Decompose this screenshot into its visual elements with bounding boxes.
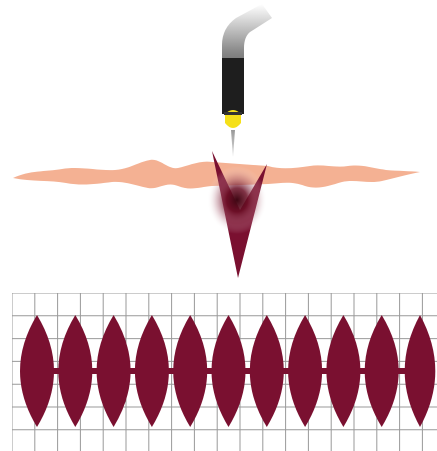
lesion: [404, 315, 436, 427]
emitter-light-icon: [224, 110, 242, 128]
lesion: [326, 315, 361, 427]
lesion: [364, 315, 399, 427]
fiber-tip-icon: [231, 130, 235, 157]
tissue-layer: [13, 159, 420, 189]
lesion: [20, 315, 54, 427]
laser-handpiece-icon: [222, 58, 244, 114]
lesion: [58, 315, 93, 427]
thermal-glow: [207, 166, 267, 234]
lens-shaped-lesion-row: [20, 315, 436, 427]
lesion: [211, 315, 246, 427]
lesion: [288, 315, 323, 427]
lesion: [173, 315, 208, 427]
lesion: [96, 315, 131, 427]
lesion: [134, 315, 169, 427]
lesion: [249, 315, 284, 427]
